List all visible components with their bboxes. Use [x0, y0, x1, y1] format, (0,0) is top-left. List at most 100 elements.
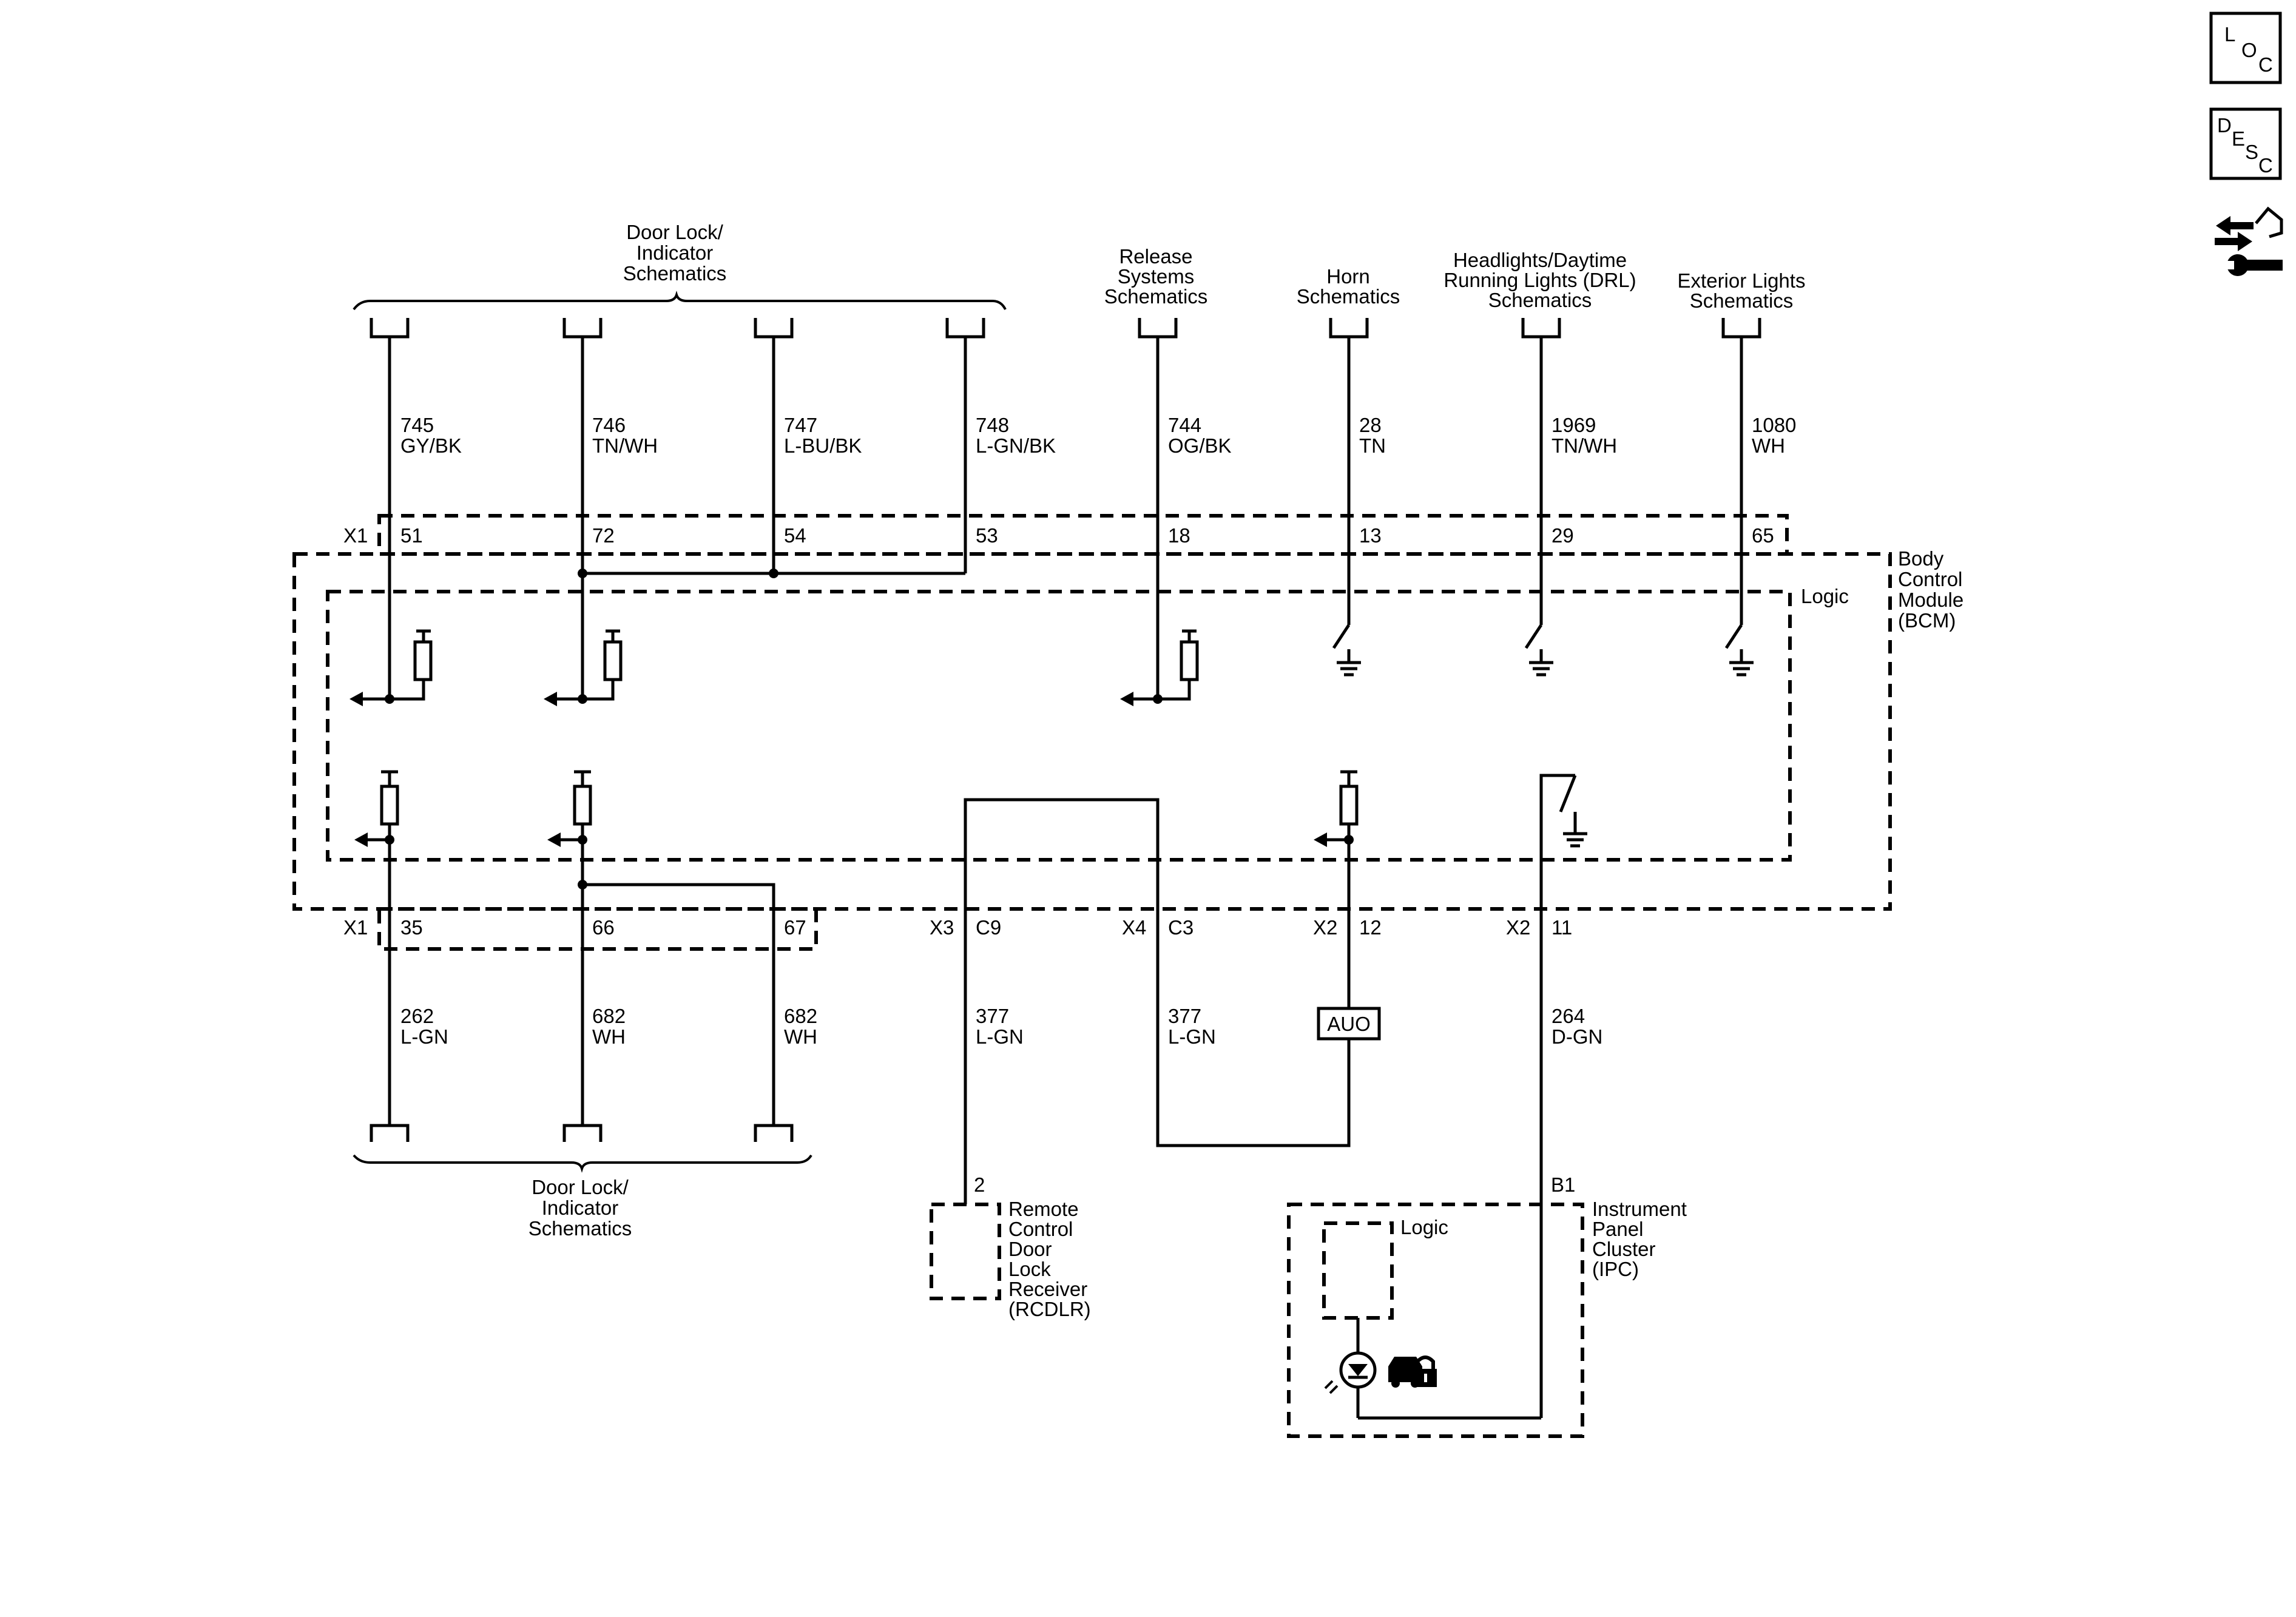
release-line-2: Systems	[1118, 265, 1195, 288]
wire-744-color: OG/BK	[1168, 434, 1232, 457]
wrench-arrows-icon[interactable]	[2215, 206, 2283, 276]
door-lock-top-line-2: Indicator	[636, 241, 714, 264]
ipc-logic-label: Logic	[1400, 1216, 1448, 1238]
pin-54-label: 54	[784, 524, 806, 547]
rcdlr-module[interactable]: 2 Remote Control Door Lock Receiver (RCD…	[930, 1173, 1091, 1320]
wire-682a-color: WH	[592, 1025, 626, 1048]
rcdlr-name-line-2: Control	[1008, 1218, 1073, 1240]
ipc-name-line-3: Cluster	[1592, 1238, 1656, 1260]
headlights-schematics-label[interactable]: Headlights/Daytime Running Lights (DRL) …	[1443, 249, 1636, 311]
wire-377b-circuit: 377	[1168, 1005, 1201, 1027]
wire-377a-color: L-GN	[976, 1025, 1024, 1048]
bottom-wires	[370, 798, 1543, 1418]
wire-262-color: L-GN	[400, 1025, 448, 1048]
door-lock-top-line-1: Door Lock/	[626, 221, 723, 243]
loc-letter-c: C	[2258, 53, 2273, 76]
bcm-label[interactable]: Body Control Module (BCM)	[1898, 547, 1963, 632]
horn-schematics-label[interactable]: Horn Schematics	[1297, 265, 1400, 308]
pin-13-label: 13	[1359, 524, 1382, 547]
ipc-name-line-4: (IPC)	[1592, 1258, 1639, 1280]
bcm-x1-top-connector-box	[377, 514, 1789, 556]
exterior-line-2: Schematics	[1690, 289, 1794, 312]
bcm-x1-bottom-connector-box	[377, 907, 818, 951]
ipc-name-line-2: Panel	[1592, 1218, 1643, 1240]
bottom-wire-labels: 262 L-GN 682 WH 682 WH 377 L-GN 377 L-GN…	[400, 1005, 1602, 1048]
wire-264-color: D-GN	[1551, 1025, 1602, 1048]
desc-letter-s: S	[2245, 141, 2258, 163]
loc-letter-l: L	[2224, 23, 2235, 46]
loc-button[interactable]: L O C	[2209, 12, 2282, 84]
horn-line-1: Horn	[1326, 265, 1370, 288]
exterior-line-1: Exterior Lights	[1678, 269, 1806, 292]
wire-745-circuit: 745	[400, 414, 434, 436]
ipc-module[interactable]: B1 Instrument Panel Cluster (IPC) Logic	[1287, 1173, 1687, 1438]
pin-67-label: 67	[784, 916, 806, 939]
bcm-bottom-pin-labels: X1 35 66 67 X3 C9 X4 C3 X2 12 X2 11	[343, 916, 1572, 939]
wire-1080-circuit: 1080	[1752, 414, 1796, 436]
wire-746-color: TN/WH	[592, 434, 658, 457]
door-lock-bottom-line-2: Indicator	[542, 1197, 619, 1219]
auo-label: AUO	[1327, 1013, 1371, 1035]
pin-12-label: 12	[1359, 916, 1382, 939]
pin-65-label: 65	[1752, 524, 1774, 547]
bcm-top-pin-labels: X1 51 72 54 53 18 13 29 65	[343, 524, 1774, 547]
door-lock-schematics-bottom-label[interactable]: Door Lock/ Indicator Schematics	[528, 1176, 632, 1240]
door-lock-top-line-3: Schematics	[623, 262, 727, 285]
wire-28-color: TN	[1359, 434, 1386, 457]
top-wires	[370, 318, 1761, 699]
rcdlr-pin-label: 2	[974, 1173, 985, 1196]
wire-682a-circuit: 682	[592, 1005, 626, 1027]
bcm-name-line-1: Body	[1898, 547, 1944, 570]
release-line-1: Release	[1119, 245, 1192, 268]
led-indicator-icon	[1324, 1318, 1541, 1420]
bcm-name-line-3: Module	[1898, 589, 1963, 611]
bcm-input-circuits-bottom	[354, 770, 1587, 959]
pin-18-label: 18	[1168, 524, 1190, 547]
rcdlr-name-line-3: Door	[1008, 1238, 1052, 1260]
bcm-name-line-2: Control	[1898, 568, 1962, 590]
door-lock-bottom-line-1: Door Lock/	[532, 1176, 629, 1198]
release-line-3: Schematics	[1104, 285, 1208, 308]
wire-748-circuit: 748	[976, 414, 1009, 436]
rcdlr-name-line-6: (RCDLR)	[1008, 1298, 1091, 1320]
headlights-line-3: Schematics	[1488, 289, 1592, 311]
bcm-name-line-4: (BCM)	[1898, 609, 1956, 632]
pin-c9-label: C9	[976, 916, 1001, 939]
pin-11-label: 11	[1551, 916, 1572, 939]
door-lock-schematics-top-label[interactable]: Door Lock/ Indicator Schematics	[623, 221, 727, 285]
release-schematics-label[interactable]: Release Systems Schematics	[1104, 245, 1208, 308]
rcdlr-name-line-1: Remote	[1008, 1198, 1079, 1220]
door-lock-top-brace	[353, 291, 1007, 311]
pin-72-label: 72	[592, 524, 615, 547]
wire-1080-color: WH	[1752, 434, 1785, 457]
pin-66-label: 66	[592, 916, 615, 939]
rcdlr-name-line-4: Lock	[1008, 1258, 1051, 1280]
wire-747-color: L-BU/BK	[784, 434, 862, 457]
headlights-line-1: Headlights/Daytime	[1453, 249, 1627, 271]
wire-28-circuit: 28	[1359, 414, 1382, 436]
wire-744-circuit: 744	[1168, 414, 1201, 436]
wire-745-color: GY/BK	[400, 434, 462, 457]
bcm-outer-box[interactable]	[292, 552, 1892, 911]
auo-connector[interactable]: AUO	[1317, 1007, 1381, 1068]
pin-c3-label: C3	[1168, 916, 1194, 939]
pin-35-label: 35	[400, 916, 423, 939]
exterior-lights-schematics-label[interactable]: Exterior Lights Schematics	[1678, 269, 1806, 312]
wire-682b-circuit: 682	[784, 1005, 817, 1027]
horn-line-2: Schematics	[1297, 285, 1400, 308]
loc-letter-o: O	[2241, 39, 2257, 61]
wire-747-circuit: 747	[784, 414, 817, 436]
pin-29-label: 29	[1551, 524, 1574, 547]
wire-746-circuit: 746	[592, 414, 626, 436]
door-lock-bottom-brace	[353, 1154, 812, 1173]
desc-button[interactable]: D E S C	[2209, 107, 2282, 180]
pin-53-label: 53	[976, 524, 998, 547]
bcm-input-circuits-top	[349, 624, 1754, 706]
connector-x1-top-label: X1	[343, 524, 368, 547]
wire-1969-color: TN/WH	[1551, 434, 1617, 457]
wire-1969-circuit: 1969	[1551, 414, 1596, 436]
top-wire-labels: 745 GY/BK 746 TN/WH 747 L-BU/BK 748 L-GN…	[400, 414, 1796, 457]
ipc-pin-label: B1	[1551, 1173, 1575, 1196]
wire-262-circuit: 262	[400, 1005, 434, 1027]
